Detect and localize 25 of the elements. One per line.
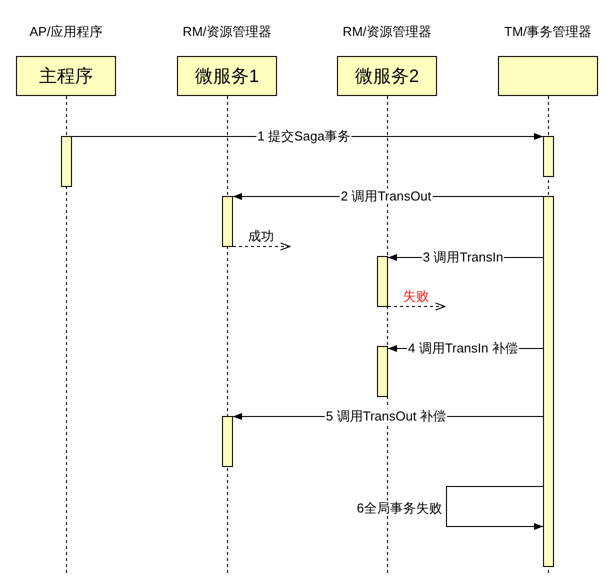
activation-bar	[222, 416, 233, 467]
edge-label: 6全局事务失败	[356, 500, 443, 516]
participant-label: AP/应用程序	[30, 24, 102, 40]
activation-bar	[222, 196, 233, 247]
participant-label: RM/资源管理器	[342, 24, 432, 40]
edge-label: 失败	[402, 288, 430, 304]
edge-label: 2 调用TransOut	[340, 188, 432, 204]
participant-box: 主程序	[16, 56, 116, 96]
participant-label: TM/事务管理器	[504, 24, 592, 40]
activation-bar	[543, 136, 554, 177]
edge-label: 5 调用TransOut 补偿	[324, 408, 448, 424]
edge-label: 成功	[247, 228, 275, 244]
edge-label: 4 调用TransIn 补偿	[406, 340, 520, 356]
activation-bar	[377, 346, 388, 397]
self-message-arrow	[446, 486, 544, 530]
participant-label: RM/资源管理器	[182, 24, 272, 40]
participant-box: 微服务2	[337, 56, 437, 96]
participant-box: 微服务1	[177, 56, 277, 96]
edge-label: 1 提交Saga事务	[256, 128, 352, 144]
return-arrow	[388, 302, 446, 310]
activation-bar	[61, 136, 72, 187]
activation-bar	[543, 196, 554, 567]
activation-bar	[377, 256, 388, 307]
return-arrow	[232, 242, 290, 250]
edge-label: 3 调用TransIn	[422, 250, 504, 264]
